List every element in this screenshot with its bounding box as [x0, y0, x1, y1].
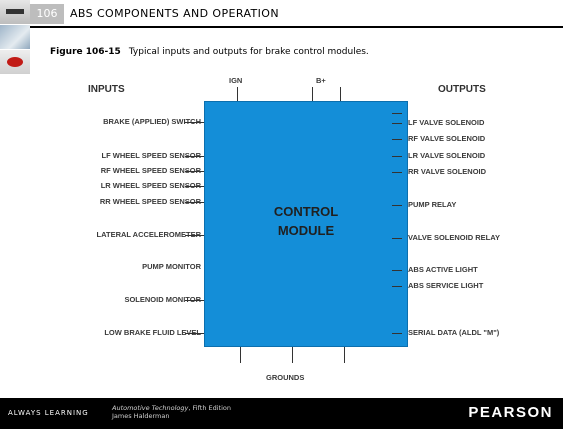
input-wire	[185, 202, 204, 203]
input-label: LR WHEEL SPEED SENSOR	[100, 181, 201, 190]
grounds-label: GROUNDS	[266, 373, 305, 382]
output-label: LF VALVE SOLENOID	[408, 118, 485, 127]
thumbnail-strip	[0, 0, 30, 74]
control-module-label-line-2: MODULE	[277, 223, 335, 238]
output-label: ABS ACTIVE LIGHT	[408, 265, 478, 274]
output-label: VALVE SOLENOID RELAY	[408, 233, 500, 242]
output-wire	[392, 205, 402, 206]
header-bar	[0, 0, 563, 28]
input-wire	[185, 171, 204, 172]
control-module-label-line-1: CONTROL	[273, 204, 339, 219]
thumbnail-tool-image	[0, 0, 30, 24]
output-label: SERIAL DATA (ALDL "M")	[408, 328, 500, 337]
b-plus-wire-2	[340, 87, 341, 101]
input-wire	[185, 333, 204, 334]
ground-wire-1	[240, 347, 241, 363]
chapter-number: 106	[30, 4, 64, 24]
output-wire	[392, 123, 402, 124]
always-learning-tagline: ALWAYS LEARNING	[8, 409, 89, 417]
output-label: LR VALVE SOLENOID	[408, 151, 486, 160]
figure-caption-text: Typical inputs and outputs for brake con…	[128, 47, 369, 57]
ground-wire-2	[292, 347, 293, 363]
control-module-label: CONTROL MODULE	[205, 202, 407, 240]
input-label: LF WHEEL SPEED SENSOR	[101, 151, 201, 160]
output-wire	[392, 333, 402, 334]
ground-wire-3	[344, 347, 345, 363]
outputs-heading: OUTPUTS	[438, 84, 486, 95]
chapter-title: ABS COMPONENTS AND OPERATION	[70, 7, 279, 20]
footer: ALWAYS LEARNING Automotive Technology, F…	[0, 398, 563, 429]
output-label: PUMP RELAY	[408, 200, 457, 209]
input-label: BRAKE (APPLIED) SWITCH	[103, 117, 201, 126]
figure-label: Figure 106-15	[50, 47, 121, 57]
pearson-logo: PEARSON	[468, 404, 553, 421]
output-wire	[392, 156, 402, 157]
input-wire	[185, 300, 204, 301]
book-title: Automotive Technology	[112, 404, 189, 412]
input-label: RF WHEEL SPEED SENSOR	[100, 166, 201, 175]
output-label: RF VALVE SOLENOID	[408, 134, 486, 143]
input-wire	[185, 235, 204, 236]
input-label: RR WHEEL SPEED SENSOR	[99, 197, 201, 206]
control-module: CONTROL MODULE	[204, 101, 408, 347]
output-label: ABS SERVICE LIGHT	[408, 281, 484, 290]
book-author: James Halderman	[112, 412, 170, 420]
book-info: Automotive Technology, Fifth Edition Jam…	[112, 404, 231, 420]
output-wire	[392, 270, 402, 271]
inputs-heading: INPUTS	[88, 84, 125, 95]
b-plus-wire-1	[312, 87, 313, 101]
book-edition: , Fifth Edition	[188, 404, 231, 412]
input-wire	[185, 156, 204, 157]
input-label: PUMP MONITOR	[142, 262, 201, 271]
ign-label: IGN	[229, 76, 243, 85]
input-label: SOLENOID MONITOR	[124, 295, 201, 304]
output-label: RR VALVE SOLENOID	[408, 167, 487, 176]
ign-wire	[237, 87, 238, 101]
input-wire	[185, 186, 204, 187]
thumbnail-car-image	[0, 50, 30, 74]
output-wire	[392, 286, 402, 287]
input-label: LOW BRAKE FLUID LEVEL	[104, 328, 201, 337]
input-label: LATERAL ACCELEROMETER	[96, 230, 201, 239]
output-wire	[392, 139, 402, 140]
output-wire	[392, 238, 402, 239]
output-wire	[392, 172, 402, 173]
block-diagram: INPUTS OUTPUTS IGN B+ CONTROL MODULE GRO…	[30, 70, 540, 390]
thumbnail-engine-image	[0, 25, 30, 49]
output-stub	[392, 113, 402, 114]
figure-caption: Figure 106-15 Typical inputs and outputs …	[50, 47, 369, 57]
b-plus-label: B+	[316, 76, 326, 85]
input-wire	[185, 122, 204, 123]
